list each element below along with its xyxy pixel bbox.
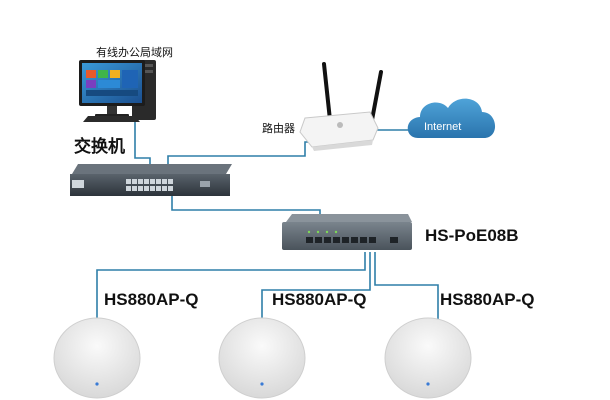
poe-switch-label: HS-PoE08B <box>425 226 519 245</box>
access-point-3 <box>384 317 472 399</box>
cable-poe-ap1 <box>96 252 366 320</box>
screen-tiles <box>86 70 138 96</box>
cable-poe-ap3 <box>374 252 439 320</box>
router-antenna-left <box>322 62 332 122</box>
router-label: 路由器 <box>262 122 295 135</box>
ap-1-label: HS880AP-Q <box>104 290 199 309</box>
access-point-1 <box>53 317 141 399</box>
switch-label: 交换机 <box>74 137 125 157</box>
poe-switch-device <box>282 214 412 250</box>
router-device <box>299 62 383 151</box>
switch-device <box>70 164 232 196</box>
internet-label: Internet <box>424 121 462 133</box>
cables <box>96 118 439 320</box>
switch-ports <box>126 179 173 191</box>
ap-3-label: HS880AP-Q <box>440 290 535 309</box>
access-point-2 <box>218 317 306 399</box>
cable-pc-switch <box>134 118 151 166</box>
pc-keyboard <box>83 116 140 122</box>
internet-cloud <box>407 98 496 138</box>
ap-2-label: HS880AP-Q <box>272 290 367 309</box>
router-antenna-right <box>370 70 383 122</box>
cable-poe-ap2 <box>261 252 371 320</box>
pc-computer <box>79 60 156 122</box>
cable-switch-router <box>167 141 322 166</box>
pc-label: 有线办公局域网 <box>96 46 173 59</box>
poe-ports <box>306 237 398 243</box>
